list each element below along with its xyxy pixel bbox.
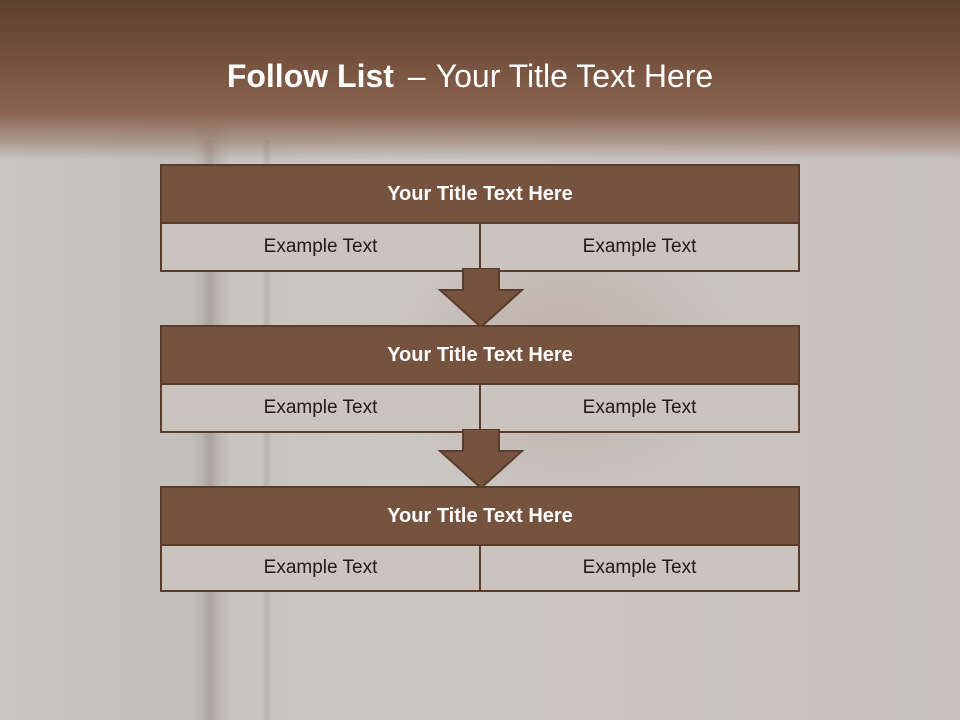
slide-title-rest: Your Title Text Here	[435, 58, 714, 94]
step-block-3: Your Title Text Here Example Text Exampl…	[160, 486, 800, 592]
down-arrow-icon	[438, 429, 524, 489]
step-cell-right: Example Text	[479, 546, 798, 590]
step-row: Example Text Example Text	[162, 224, 798, 270]
slide-title-bold: Follow List	[226, 58, 394, 94]
step-cell-left: Example Text	[162, 546, 479, 590]
step-title: Your Title Text Here	[162, 166, 798, 224]
step-cell-left: Example Text	[162, 224, 479, 270]
slide-title: Follow List–Your Title Text Here	[0, 56, 950, 96]
step-title: Your Title Text Here	[162, 327, 798, 385]
step-block-2: Your Title Text Here Example Text Exampl…	[160, 325, 800, 433]
step-title: Your Title Text Here	[162, 488, 798, 546]
title-band	[0, 0, 960, 160]
step-cell-right: Example Text	[479, 385, 798, 431]
step-cell-right: Example Text	[479, 224, 798, 270]
down-arrow-icon	[438, 268, 524, 328]
step-block-1: Your Title Text Here Example Text Exampl…	[160, 164, 800, 272]
step-row: Example Text Example Text	[162, 385, 798, 431]
step-cell-left: Example Text	[162, 385, 479, 431]
step-row: Example Text Example Text	[162, 546, 798, 590]
slide-title-separator: –	[407, 58, 426, 94]
